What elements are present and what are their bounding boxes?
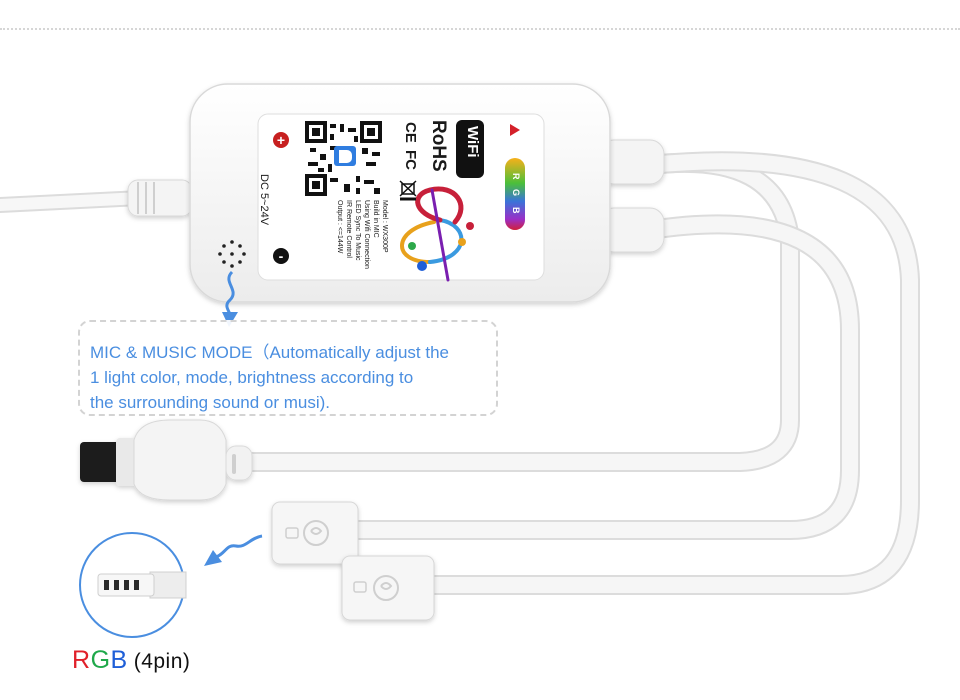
top-dotted-divider	[0, 28, 960, 30]
ce-mark: CE	[402, 122, 419, 143]
music-note-icon	[400, 186, 474, 282]
rgb-4pin-caption: RGB(4pin)	[72, 646, 190, 675]
arrow-marker-icon	[510, 124, 520, 136]
spec-item: LED Sync To Music	[354, 200, 361, 261]
minus-symbol: -	[279, 248, 284, 264]
rgb-badge-b: B	[511, 207, 521, 214]
rgb-badge-r: R	[511, 173, 521, 180]
mic-music-mode-note: MIC & MUSIC MODE（Automatically adjust th…	[78, 320, 498, 416]
detail-arrow-icon	[204, 534, 263, 566]
wifi-badge-frame	[456, 120, 484, 178]
caption-g: G	[90, 646, 111, 674]
rohs-mark: RoHS	[428, 120, 449, 172]
rgb-badge	[505, 158, 525, 230]
spec-item: IR Remote Control	[345, 200, 352, 258]
minus-terminal-icon	[273, 248, 289, 264]
spec-item: Output : <=144W	[336, 200, 343, 254]
note-line-1: MIC & MUSIC MODE（Automatically adjust th…	[90, 343, 449, 362]
plus-terminal-icon	[273, 132, 289, 148]
caption-r: R	[72, 646, 91, 674]
fc-mark: FC	[402, 150, 419, 170]
caption-pin: (4pin)	[133, 650, 191, 673]
voltage-label: DC 5~24V	[258, 174, 270, 226]
note-line-3: the surrounding sound or musi).	[90, 393, 331, 412]
weee-bin-icon	[399, 180, 417, 201]
mic-holes-icon	[218, 240, 246, 268]
female-socket-2	[341, 555, 435, 621]
plus-symbol: +	[277, 132, 285, 148]
male-plug-connector	[80, 419, 253, 501]
female-socket-1	[271, 501, 359, 565]
wavy-arrow-icon	[222, 270, 238, 327]
connector-detail-circle	[79, 532, 187, 638]
spec-item: Model : WX300P	[381, 200, 388, 253]
wifi-badge-text: WiFi	[464, 126, 481, 158]
spec-item: Build in MIC	[372, 200, 379, 238]
connector-logo-icon	[373, 575, 399, 601]
strain-reliefs	[127, 139, 665, 253]
spec-item: Using Wifi Connection	[363, 200, 370, 269]
caption-b: B	[110, 646, 128, 674]
controller-label-panel	[257, 113, 545, 281]
rgb-badge-g: G	[511, 189, 521, 197]
qr-code-icon	[305, 121, 382, 196]
cables	[0, 151, 920, 595]
note-line-2: 1 light color, mode, brightness accordin…	[90, 368, 414, 387]
